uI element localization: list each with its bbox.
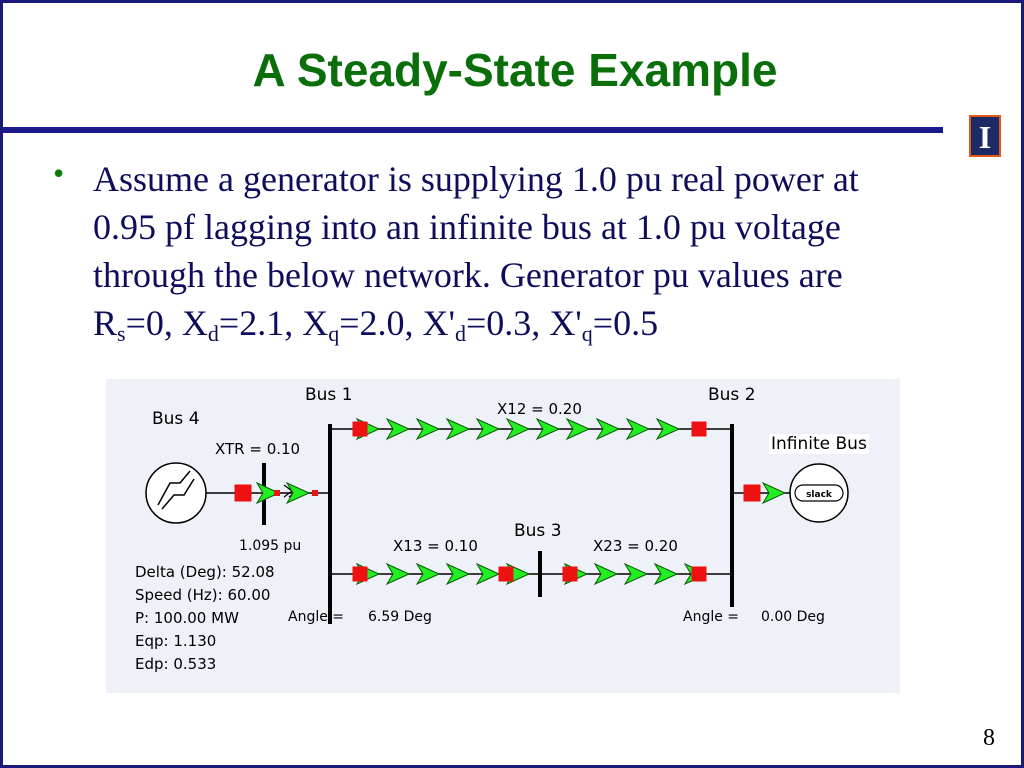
flow-arrow-icon (565, 417, 591, 441)
university-logo-icon: I (969, 115, 1001, 157)
gen-edp-label: Edp: 0.533 (135, 655, 217, 673)
xd-value: =2.1, (218, 303, 303, 343)
bullet-line-4: Rs=0, Xd=2.1, Xq=2.0, X'd=0.3, X'q=0.5 (93, 299, 953, 347)
flow-arrow-icon (475, 562, 501, 586)
r-letter: R (93, 303, 118, 343)
page-number: 8 (983, 725, 995, 751)
flow-arrow-icon (535, 417, 561, 441)
bullet-icon: • (53, 155, 65, 191)
r-value: =0, (125, 303, 182, 343)
gen-eqp-label: Eqp: 1.130 (135, 632, 217, 650)
gen-speed-label: Speed (Hz): 60.00 (135, 586, 271, 604)
flow-arrow-icon (415, 417, 441, 441)
flow-arrow-icon (415, 562, 441, 586)
slack-label: slack (806, 490, 833, 500)
xpd-letter: X' (422, 303, 455, 343)
breaker-bus3-x23[interactable] (562, 566, 578, 582)
flow-arrow-icon (285, 481, 311, 505)
breaker-bus1-x12[interactable] (352, 421, 368, 437)
bus-3-label: Bus 3 (514, 521, 562, 541)
breaker-bus2-x23[interactable] (691, 566, 707, 582)
flow-arrow-icon (625, 417, 651, 441)
xtr-label: XTR = 0.10 (215, 440, 301, 458)
xpd-value: =0.3, (466, 303, 550, 343)
breaker-transformer-secondary[interactable] (312, 490, 318, 496)
flow-arrow-icon (445, 562, 471, 586)
gen-power-label: P: 100.00 MW (135, 609, 239, 627)
r-subscript: s (117, 321, 126, 346)
gen-delta-label: Delta (Deg): 52.08 (135, 563, 275, 581)
bus-1-angle-value: 6.59 Deg (368, 609, 432, 625)
bullet-line-2: 0.95 pf lagging into an infinite bus at … (93, 207, 841, 247)
bus-2-label: Bus 2 (708, 385, 756, 405)
bus-1-label: Bus 1 (305, 385, 353, 405)
bus-bars (262, 424, 734, 624)
flow-arrow-icon (761, 481, 787, 505)
xq-value: =2.0, (339, 303, 423, 343)
infinite-bus-label: Infinite Bus (769, 434, 869, 454)
x23-label: X23 = 0.20 (593, 537, 678, 555)
flow-arrow-icon (475, 417, 501, 441)
breaker-bus3-x13[interactable] (498, 566, 514, 582)
flow-arrow-icon (655, 417, 681, 441)
flow-arrows (255, 417, 787, 586)
flow-arrow-icon (255, 481, 281, 505)
flow-arrow-icon (385, 417, 411, 441)
xpq-subscript: q (581, 321, 593, 346)
breakers (234, 421, 761, 582)
x12-label: X12 = 0.20 (497, 400, 582, 418)
xq-subscript: q (328, 321, 340, 346)
title-rule (3, 127, 943, 133)
flow-arrow-icon (505, 417, 531, 441)
bullet-line-3: through the below network. Generator pu … (93, 255, 843, 295)
flow-arrow-icon (445, 417, 471, 441)
breaker-bus1-x13[interactable] (352, 566, 368, 582)
diagram-drawing: slack (145, 417, 849, 624)
generator-icon (145, 462, 207, 524)
bus-4-label: Bus 4 (152, 409, 200, 429)
breaker-generator[interactable] (234, 484, 252, 502)
xpq-letter: X' (549, 303, 582, 343)
bus-2-angle-value: 0.00 Deg (761, 609, 825, 625)
bullet-text: Assume a generator is supplying 1.0 pu r… (93, 155, 953, 347)
flow-arrow-icon (623, 562, 649, 586)
flow-arrow-icon (385, 562, 411, 586)
bus-voltage-label: 1.095 pu (239, 538, 302, 554)
breaker-slack[interactable] (743, 484, 761, 502)
slide-title: A Steady-State Example (252, 44, 778, 96)
xpq-value: =0.5 (592, 303, 659, 343)
breaker-bus2-x12[interactable] (691, 421, 707, 437)
bullet-line-1: Assume a generator is supplying 1.0 pu r… (93, 159, 859, 199)
breaker-transformer-primary[interactable] (274, 490, 280, 496)
one-line-diagram: slack Bus 1 Bus 2 Bus 3 Bus 4 X12 = 0.20… (106, 379, 900, 693)
bus-2-angle-label: Angle = (683, 609, 740, 625)
flow-arrow-icon (593, 562, 619, 586)
bus-1-angle-label: Angle = (288, 609, 345, 625)
x13-label: X13 = 0.10 (393, 537, 478, 555)
flow-arrow-icon (595, 417, 621, 441)
xq-letter: X (302, 303, 329, 343)
xpd-subscript: d (455, 321, 466, 346)
slack-bus-icon: slack (789, 463, 849, 523)
xd-subscript: d (207, 321, 219, 346)
flow-arrow-icon (653, 562, 679, 586)
xd-letter: X (181, 303, 208, 343)
